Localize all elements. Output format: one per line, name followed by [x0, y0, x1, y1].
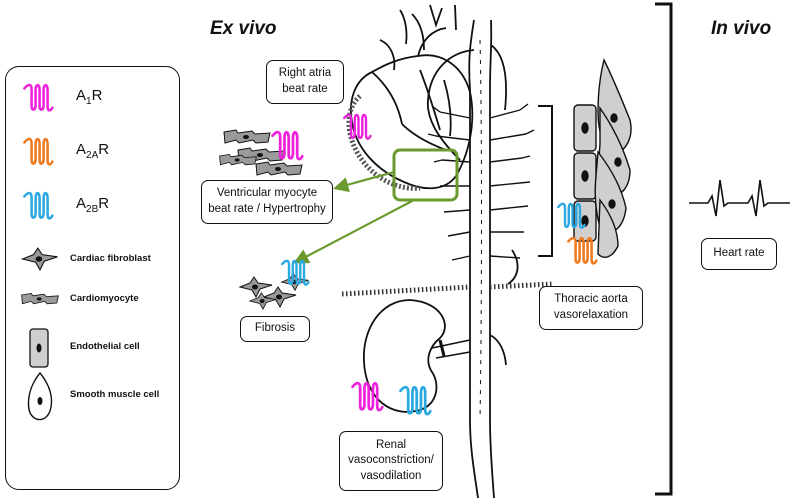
vessel-section-bracket — [538, 105, 553, 257]
ecg-trace-icon — [689, 179, 790, 217]
fibroblast-legend-label: Cardiac fibroblast — [70, 253, 151, 264]
a1r-legend-icon — [22, 83, 54, 112]
a2br-receptor-aorta — [556, 202, 586, 229]
a2ar-receptor-aorta — [567, 236, 598, 265]
fibrosis-box: Fibrosis — [240, 316, 310, 342]
a2ar-legend-label: A2AR — [76, 141, 110, 161]
in-vivo-bracket — [655, 2, 673, 496]
arrow-to-fibrosis — [293, 199, 415, 264]
legend-panel: A1R A2AR A2BR Cardiac fibroblast Cardiom… — [5, 66, 180, 490]
a2br-legend-label: A2BR — [76, 195, 110, 215]
cardiomyocyte-legend-label: Cardiomyocyte — [70, 293, 139, 304]
kidney-illustration — [363, 299, 471, 413]
heart-rate-box: Heart rate — [701, 238, 777, 270]
heart-illustration — [346, 27, 474, 191]
fibroblast-icon — [21, 247, 59, 271]
a2br-receptor-kidney — [399, 385, 432, 416]
arrow-to-ventricular-myocyte — [333, 170, 395, 193]
endothelial-cell-icon — [29, 328, 49, 368]
vessel-wall-cells — [573, 57, 632, 258]
a1r-receptor-kidney — [351, 381, 384, 412]
legend-icons — [21, 83, 59, 421]
in-vivo-heading: In vivo — [711, 18, 772, 39]
smooth-muscle-cell-icon — [27, 371, 53, 421]
smooth-muscle-cell-legend-label: Smooth muscle cell — [70, 389, 160, 400]
a2br-legend-icon — [22, 191, 54, 220]
ventricle-highlight-box — [392, 148, 459, 202]
a1r-legend-label: A1R — [76, 87, 103, 107]
endothelial-cell-legend-label: Endothelial cell — [70, 341, 140, 352]
fibroblast-cluster — [239, 273, 309, 310]
cardiomyocyte-icon — [21, 292, 59, 305]
ex-vivo-heading: Ex vivo — [210, 18, 277, 39]
aorta-illustration — [341, 4, 553, 499]
a2ar-legend-icon — [22, 137, 54, 166]
